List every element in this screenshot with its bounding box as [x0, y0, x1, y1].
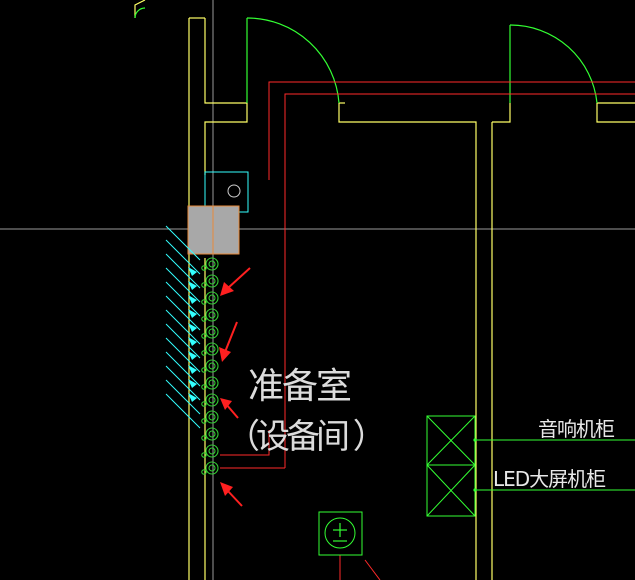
audio-cabinet-leader-dot [473, 438, 477, 442]
hatch-arrowhead [188, 323, 197, 332]
fixture-dot [201, 435, 207, 441]
annotation-arrows [219, 267, 251, 507]
hatch-arrowhead [188, 267, 197, 276]
fixture-circle [205, 376, 219, 390]
fixture-dot [201, 367, 207, 373]
fixture-dot [201, 316, 207, 322]
fixture-inner [208, 328, 216, 336]
hatch-arrowhead [188, 281, 197, 290]
wall-door2-jamb [338, 103, 477, 580]
hatch-arrowhead [188, 393, 197, 402]
led-cabinet-leader-dot [473, 488, 477, 492]
fixture-inner [208, 447, 216, 455]
hatch-line [165, 253, 201, 289]
fixture-dot [201, 401, 207, 407]
wall-panel-circle [227, 184, 241, 198]
hatch-lines [165, 225, 201, 429]
fixture-circle [205, 427, 219, 441]
hatch-line [165, 323, 201, 359]
room-name: 准备室 [248, 366, 351, 407]
audio-cabinet-label: 音响机柜 [538, 417, 615, 441]
red-arrow-2 [219, 321, 238, 362]
hatch-arrowhead [188, 295, 197, 304]
red-arrow-4 [220, 482, 243, 507]
fixture-inner [208, 379, 216, 387]
hatch-arrowhead [188, 365, 197, 374]
hatch-line [165, 337, 201, 373]
red-arrow-3 [220, 398, 239, 419]
fixture-circle [205, 461, 219, 475]
doors [134, 7, 598, 104]
cable-diagonal [364, 559, 381, 580]
fixture-dot [201, 265, 207, 271]
fixture-inner [208, 430, 216, 438]
door-1-arc [246, 17, 340, 104]
fixture-circle [205, 274, 219, 288]
fixture-dot [201, 452, 207, 458]
plus-minus-outlet-icon [324, 517, 356, 549]
hatch-arrowhead [188, 337, 197, 346]
hatch-arrowhead [188, 379, 197, 388]
fixture-circle [205, 410, 219, 424]
cable-run-1 [268, 81, 635, 180]
cable-run-2 [284, 93, 635, 468]
cable-run-3 [220, 430, 270, 456]
fixture-circle [205, 393, 219, 407]
fixture-circle [205, 359, 219, 373]
fixture-dot [201, 350, 207, 356]
floor-outlet [318, 511, 363, 556]
fixture-circle [205, 257, 219, 271]
fixture-circle [205, 444, 219, 458]
fixture-inner [208, 413, 216, 421]
fixture-circle [205, 325, 219, 339]
hatch-line [165, 393, 201, 429]
fixture-dot [201, 384, 207, 390]
hatch-arrowheads [188, 267, 197, 402]
hatch-line [165, 295, 201, 331]
fixture-dot [201, 469, 207, 475]
hatch-line [165, 239, 201, 275]
wall-left-inner [204, 18, 248, 175]
fixture-inner [208, 396, 216, 404]
cable-runs [220, 81, 635, 580]
fixture-dot [201, 333, 207, 339]
fixture-dot [201, 282, 207, 288]
floor-outlet-frame [318, 511, 363, 556]
room-subtitle: （设备间 ） [226, 417, 383, 457]
fixture-inner [208, 294, 216, 302]
hatch-arrowhead [188, 309, 197, 318]
door-top-left-arc [134, 7, 146, 19]
fixture-inner [208, 260, 216, 268]
wall-room2-door-stub [596, 103, 635, 123]
fixture-inner [208, 277, 216, 285]
hatch-line [165, 351, 201, 387]
fixture-dot [201, 299, 207, 305]
hatch-line [165, 267, 201, 303]
led-cabinet-label: LED大屏机柜 [493, 467, 606, 491]
fixture-circle [205, 342, 219, 356]
door-2-arc [509, 24, 598, 104]
hatch-arrowhead [188, 351, 197, 360]
fixture-circle [205, 291, 219, 305]
wall-room2-top [492, 103, 511, 123]
fixture-inner [208, 362, 216, 370]
fixture-dot [201, 418, 207, 424]
hatch-line [165, 309, 201, 345]
hatch-line [165, 281, 201, 317]
fixture-inner [208, 464, 216, 472]
hatch-line [165, 225, 201, 261]
fixture-inner [208, 311, 216, 319]
hatch-line [165, 365, 201, 401]
hatch-line [165, 379, 201, 415]
fixtures [201, 257, 219, 475]
fixture-circle [205, 308, 219, 322]
fixture-inner [208, 345, 216, 353]
wall-top-left-stub [134, 0, 146, 18]
red-arrow-1 [220, 267, 251, 296]
